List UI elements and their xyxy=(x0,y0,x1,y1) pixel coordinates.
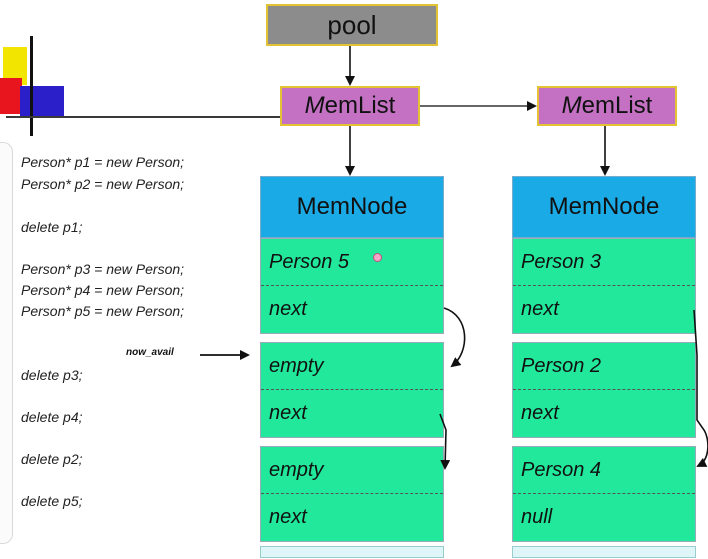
pool-box: pool xyxy=(266,4,438,46)
code-line: delete p3; xyxy=(21,367,83,383)
node-value: Person 4 xyxy=(513,447,695,494)
node-value: Person 2 xyxy=(513,343,695,390)
code-line: Person* p1 = new Person; xyxy=(21,154,185,170)
node-link: null xyxy=(521,506,553,528)
node-2-1: Person 3 next xyxy=(512,238,696,334)
code-line: delete p4; xyxy=(21,409,83,425)
code-line: delete p5; xyxy=(21,493,83,509)
memlist-2-prefix: M xyxy=(561,92,582,119)
code-line: delete p1; xyxy=(21,219,83,235)
node-value: Person 5 xyxy=(261,239,443,286)
code-line: Person* p3 = new Person; xyxy=(21,261,185,277)
code-line: delete p2; xyxy=(21,451,83,467)
node-2-2: Person 2 next xyxy=(512,342,696,438)
code-line: Person* p4 = new Person; xyxy=(21,282,185,298)
memlist-1-prefix: M xyxy=(304,92,325,119)
memnode-header-2: MemNode xyxy=(512,176,696,238)
node-link: next xyxy=(269,506,307,528)
logo-horizontal-line xyxy=(6,116,280,118)
link-line-col1-b xyxy=(439,413,451,470)
now-avail-label: now_avail xyxy=(126,347,174,358)
column-1-footer xyxy=(260,546,444,558)
node-value: empty xyxy=(261,343,443,390)
node-2-3: Person 4 null xyxy=(512,446,696,542)
logo-vertical-line xyxy=(30,36,33,136)
node-value: Person 3 xyxy=(513,239,695,286)
memlist-1-suffix: emList xyxy=(324,92,396,119)
node-value: empty xyxy=(261,447,443,494)
link-line-col2 xyxy=(693,309,708,467)
pool-label: pool xyxy=(327,9,377,40)
logo-red-square xyxy=(0,78,22,114)
node-link: next xyxy=(269,402,307,424)
node-link: next xyxy=(521,402,559,424)
memnode-header-1: MemNode xyxy=(260,176,444,238)
node-link: next xyxy=(521,298,559,320)
code-line: Person* p5 = new Person; xyxy=(21,303,185,319)
node-1-2: empty next xyxy=(260,342,444,438)
code-line: Person* p2 = new Person; xyxy=(21,176,185,192)
logo-blue-square xyxy=(20,86,64,118)
memnode-column-1: MemNode Person 5 next empty next empty n… xyxy=(260,176,444,558)
node-1-1: Person 5 next xyxy=(260,238,444,334)
node-1-3: empty next xyxy=(260,446,444,542)
node-link: next xyxy=(269,298,307,320)
link-curve-col1-a xyxy=(443,307,466,368)
column-2-footer xyxy=(512,546,696,558)
cursor-dot xyxy=(373,253,382,262)
memnode-column-2: MemNode Person 3 next Person 2 next Pers… xyxy=(512,176,696,558)
memlist-2-suffix: emList xyxy=(581,92,653,119)
